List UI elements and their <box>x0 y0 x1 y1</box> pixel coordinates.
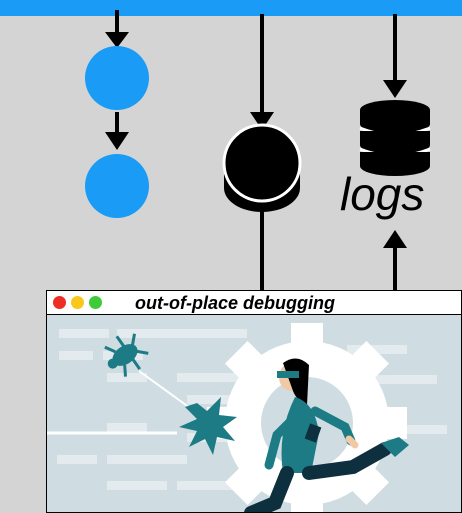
database-icon <box>359 100 431 176</box>
minimize-dot-icon <box>71 296 84 309</box>
window-titlebar: out-of-place debugging <box>47 291 461 315</box>
arrowhead-left-2 <box>105 132 129 150</box>
debugger-window: out-of-place debugging <box>46 290 462 513</box>
debugging-illustration <box>47 315 461 512</box>
burst-icon <box>179 397 237 455</box>
arrowhead-middle <box>250 112 274 130</box>
node-blue-top <box>85 46 149 110</box>
maximize-dot-icon <box>89 296 102 309</box>
illustration-svg <box>47 323 447 512</box>
window-title: out-of-place debugging <box>135 293 335 313</box>
bug-icon <box>104 333 149 377</box>
logs-label: logs <box>340 168 425 220</box>
arrowhead-left-1 <box>105 32 129 48</box>
bug-trail <box>138 370 198 414</box>
node-black <box>222 123 302 212</box>
arrowhead-right-top <box>383 80 407 98</box>
arrowhead-right-up <box>383 230 407 248</box>
node-blue-bottom <box>85 154 149 218</box>
runner-icon <box>244 358 409 512</box>
close-dot-icon <box>53 296 66 309</box>
